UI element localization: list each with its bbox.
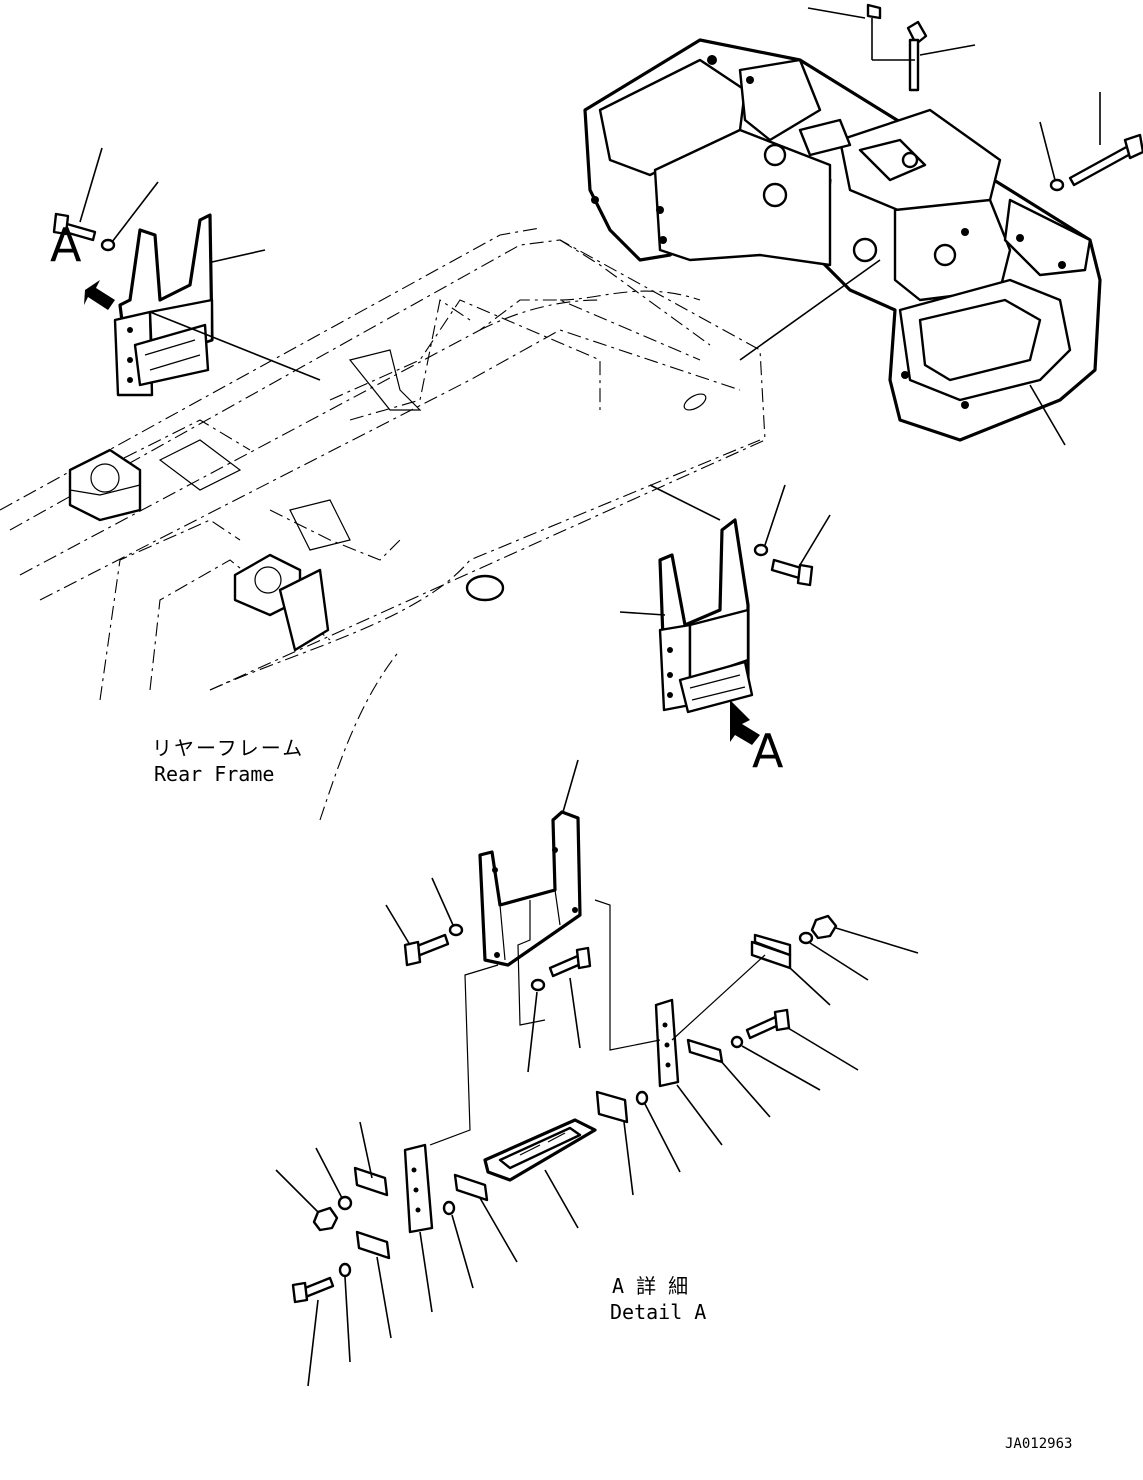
frame-hinge-left <box>68 448 142 522</box>
rear-frame-label-jp: リヤーフレーム <box>152 736 305 760</box>
detail-a-exploded <box>291 810 838 1304</box>
view-a-arrow-left <box>84 280 115 310</box>
frame-hinge-center <box>233 553 330 652</box>
lock-pin <box>866 3 928 92</box>
drawing-code: JA012963 <box>1005 1436 1073 1452</box>
frame-mount-plates <box>158 349 707 602</box>
detail-a-label-jp: A 詳 細 <box>612 1274 689 1298</box>
counterweight <box>583 38 1102 442</box>
view-a-label-left: A <box>50 218 82 272</box>
step-bracket-left <box>52 212 214 397</box>
step-bracket-right <box>658 518 814 714</box>
rear-frame-label-en: Rear Frame <box>154 762 275 786</box>
counterweight-bolt <box>1049 133 1143 192</box>
leader-lines <box>79 7 1101 1387</box>
rear-frame-outline <box>0 227 766 821</box>
view-a-arrow-right <box>730 700 760 745</box>
detail-a-label-en: Detail A <box>610 1300 707 1324</box>
view-a-label-right: A <box>752 724 784 778</box>
